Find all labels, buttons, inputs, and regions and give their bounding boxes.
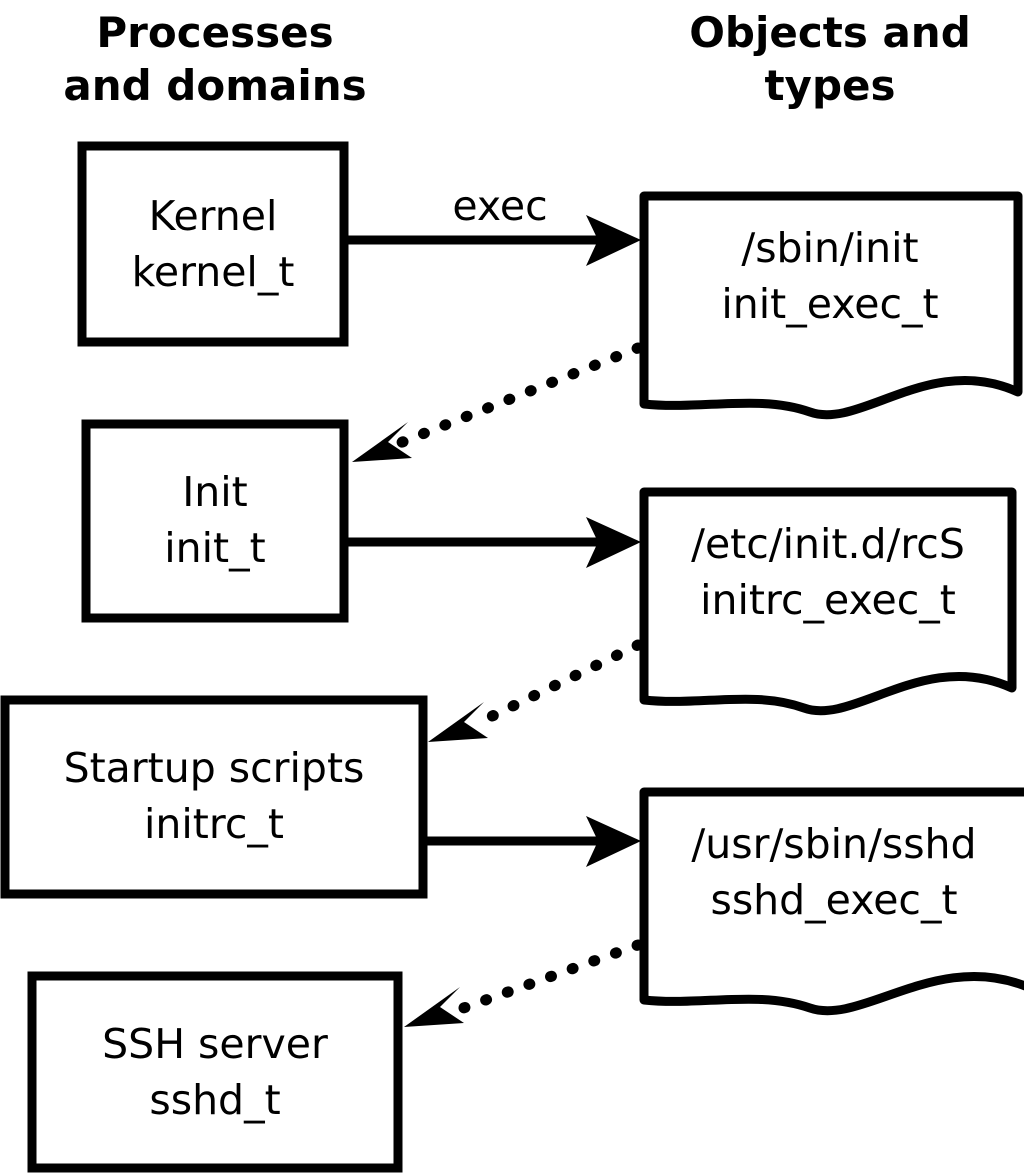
arrow-head-icon	[586, 517, 641, 568]
node-init-exec-line1: /sbin/init	[741, 224, 918, 272]
node-startup-scripts-line2: initrc_t	[144, 800, 284, 848]
column-header-objects: Objects and types	[689, 8, 971, 110]
node-sshd-exec-document-shape[interactable]	[639, 787, 1024, 1016]
node-initrc-exec-line1: /etc/init.d/rcS	[691, 520, 965, 568]
node-init-box[interactable]	[81, 419, 349, 623]
node-ssh-server-line2: sshd_t	[149, 1076, 280, 1124]
edge-label-exec: exec	[452, 182, 547, 230]
column-header-objects-line2: types	[764, 61, 895, 110]
edge-init-exec-transition-init	[352, 342, 644, 462]
node-startup-scripts-box[interactable]	[0, 695, 428, 899]
column-header-processes: Processes and domains	[63, 8, 366, 110]
node-kernel-line2: kernel_t	[132, 248, 295, 296]
edge-initrc-exec-transition-initrc	[428, 639, 644, 742]
arrow-head-icon	[428, 702, 488, 742]
node-init-exec-document-shape[interactable]	[639, 191, 1023, 420]
edge-sshd-exec-transition-sshd	[404, 939, 644, 1027]
edge-initrc-exec-sshd-exec	[427, 816, 641, 867]
node-init-exec-line2: init_exec_t	[721, 280, 938, 328]
node-kernel[interactable]: Kernel kernel_t	[77, 141, 349, 347]
edge-kernel-exec-init-exec: exec	[348, 182, 641, 266]
node-startup-scripts[interactable]: Startup scripts initrc_t	[0, 695, 428, 899]
arrow-head-icon	[404, 987, 464, 1027]
node-init[interactable]: Init init_t	[81, 419, 349, 623]
arrow-head-icon	[586, 215, 641, 266]
node-initrc-exec-line2: initrc_exec_t	[700, 576, 956, 624]
node-kernel-line1: Kernel	[149, 192, 278, 240]
node-sshd-exec-line1: /usr/sbin/sshd	[691, 820, 976, 868]
node-init-line2: init_t	[164, 524, 265, 572]
node-sshd-exec[interactable]: /usr/sbin/sshd sshd_exec_t	[639, 787, 1024, 1016]
node-initrc-exec[interactable]: /etc/init.d/rcS initrc_exec_t	[639, 487, 1017, 716]
node-kernel-box[interactable]	[77, 141, 349, 347]
node-initrc-exec-document-shape[interactable]	[639, 487, 1017, 716]
node-ssh-server-line1: SSH server	[102, 1020, 328, 1068]
arrow-head-icon	[352, 422, 412, 462]
column-header-processes-line1: Processes	[96, 8, 333, 57]
column-header-objects-line1: Objects and	[689, 8, 971, 57]
edge-line	[472, 639, 644, 729]
node-ssh-server[interactable]: SSH server sshd_t	[27, 971, 403, 1173]
node-startup-scripts-line1: Startup scripts	[64, 744, 365, 792]
node-init-exec[interactable]: /sbin/init init_exec_t	[639, 191, 1023, 420]
edge-line	[394, 342, 644, 449]
node-ssh-server-box[interactable]	[27, 971, 403, 1173]
edge-init-exec-initrc-exec	[348, 517, 641, 568]
node-sshd-exec-line2: sshd_exec_t	[710, 876, 957, 924]
column-header-processes-line2: and domains	[63, 61, 366, 110]
node-init-line1: Init	[182, 468, 248, 516]
arrow-head-icon	[586, 816, 641, 867]
edge-line	[452, 939, 644, 1016]
